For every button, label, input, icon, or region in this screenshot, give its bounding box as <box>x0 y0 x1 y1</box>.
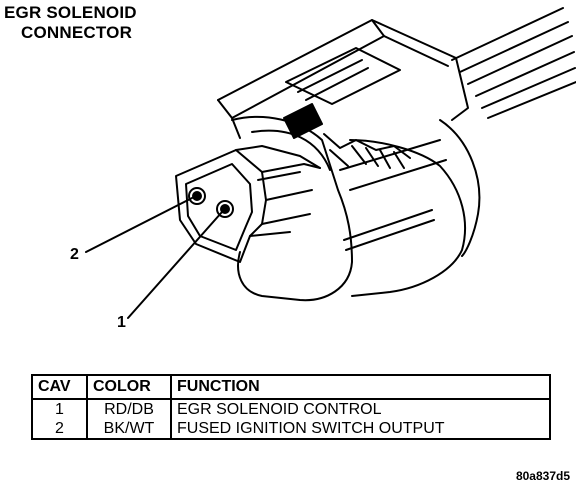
callout-label-2: 2 <box>70 246 79 263</box>
header-function: FUNCTION <box>171 375 550 400</box>
pinout-table: CAV COLOR FUNCTION 1 RD/DB EGR SOLENOID … <box>31 374 551 440</box>
header-cav: CAV <box>32 375 88 400</box>
wire-harness <box>451 7 576 119</box>
connector-illustration <box>85 7 576 319</box>
diagram-title: EGR SOLENOID CONNECTOR <box>4 3 137 43</box>
cell-color: BK/WT <box>87 419 172 439</box>
header-color: COLOR <box>87 375 172 400</box>
table-row: 1 RD/DB EGR SOLENOID CONTROL <box>32 399 550 419</box>
title-line-2: CONNECTOR <box>21 23 133 42</box>
leader-line-2 <box>85 197 193 253</box>
connector-face <box>175 145 321 263</box>
leader-line-1 <box>127 211 223 319</box>
cavity-2 <box>188 187 206 205</box>
callout-label-1: 1 <box>117 314 126 331</box>
cell-cav: 2 <box>32 419 88 439</box>
cavity-1 <box>216 200 234 218</box>
cell-function: FUSED IGNITION SWITCH OUTPUT <box>177 420 445 437</box>
connector-lock-tab <box>217 19 469 139</box>
figure-id: 80a837d5 <box>515 469 570 483</box>
cell-color: RD/DB <box>87 399 172 419</box>
connector-body <box>231 116 481 302</box>
cell-cav: 1 <box>32 399 88 419</box>
table-header-row: CAV COLOR FUNCTION <box>32 375 550 400</box>
title-line-1: EGR SOLENOID <box>4 3 137 22</box>
table-row: 2 BK/WT FUSED IGNITION SWITCH OUTPUT <box>32 419 550 439</box>
cell-function: EGR SOLENOID CONTROL <box>177 401 382 418</box>
